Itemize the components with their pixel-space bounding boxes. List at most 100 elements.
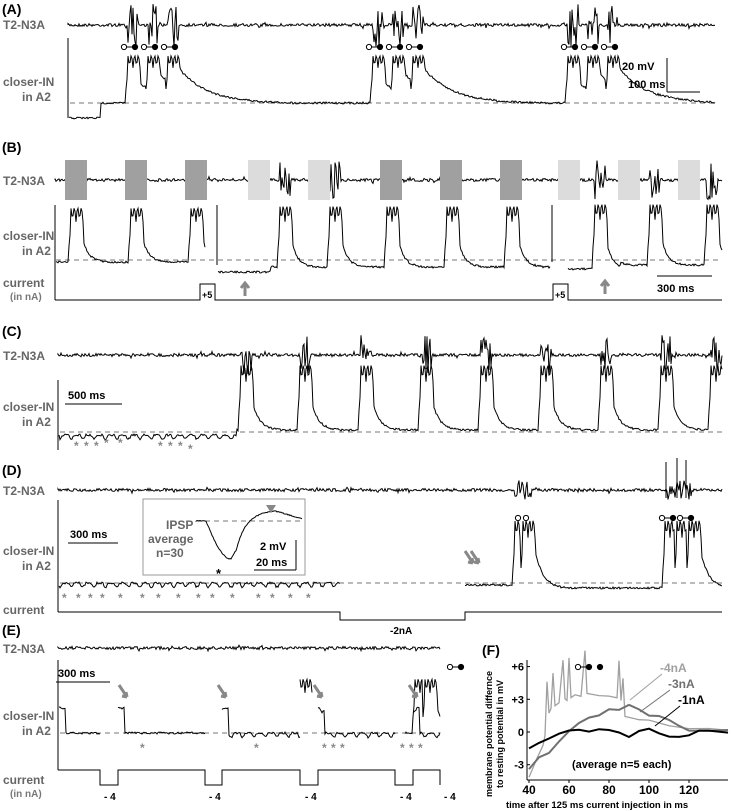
burst-highlight-light: [308, 160, 330, 200]
filled-circle-marker: [171, 43, 179, 51]
ipsp-asterisk: *: [62, 591, 67, 605]
ipsp-asterisk: *: [188, 442, 193, 456]
arrow-icon: [216, 684, 228, 699]
y-tick-label: 0: [518, 727, 524, 739]
extracellular-trace: [57, 644, 441, 653]
open-circle-marker: [658, 514, 666, 522]
ipsp-asterisk: *: [230, 591, 235, 605]
ipsp-asterisk: *: [140, 591, 145, 605]
membrane-potential-trace: [58, 706, 101, 735]
row-label-t2-n3a: T2-N3A: [3, 349, 45, 363]
row-label-current: current: [3, 603, 44, 617]
ipsp-asterisk: *: [100, 591, 105, 605]
burst-highlight-dark: [65, 160, 87, 200]
ipsp-asterisk: *: [256, 591, 261, 605]
series-label: -3nA: [668, 677, 695, 691]
membrane-potential-trace: [117, 706, 206, 735]
ipsp-asterisk: *: [74, 439, 79, 453]
ipsp-asterisk: *: [156, 591, 161, 605]
step-label: - 4: [444, 792, 456, 803]
ipsp-asterisk: *: [176, 591, 181, 605]
step-label: - 4: [305, 792, 317, 803]
ipsp-inset: IPSP average n=30 * 2 mV 20 ms: [142, 498, 306, 581]
inset-asterisk: *: [216, 566, 222, 581]
open-circle-marker: [405, 43, 413, 51]
extracellular-trace: [67, 4, 716, 47]
scale-ms: 500 ms: [68, 390, 105, 402]
extracellular-trace: [57, 335, 723, 375]
ipsp-asterisk: *: [158, 439, 163, 453]
series-label-leader: [639, 689, 671, 713]
open-circle-marker: [560, 43, 568, 51]
ipsp-asterisk: *: [118, 436, 123, 450]
filled-circle-marker: [669, 514, 677, 522]
filled-circle-marker: [585, 663, 593, 671]
x-tick-label: 100: [639, 783, 659, 797]
filled-circle-marker: [591, 43, 599, 51]
panel-d-label: (D): [2, 462, 21, 478]
row-label-closer-in: closer-IN: [3, 75, 54, 89]
row-label-closer-in: closer-IN: [3, 709, 54, 723]
ipsp-asterisk: *: [196, 591, 201, 605]
series-label-leader: [654, 705, 681, 727]
open-circle-marker: [574, 663, 582, 671]
ipsp-asterisk: *: [322, 741, 327, 755]
ipsp-asterisk: *: [409, 741, 414, 755]
panel-a: (A) T2-N3A closer-IN in A2 20 mV 100 ms: [2, 1, 700, 104]
chart-annotation: (average n=5 each): [572, 759, 672, 771]
ipsp-asterisk: *: [331, 741, 336, 755]
open-circle-marker: [385, 43, 393, 51]
membrane-potential-trace: [55, 206, 206, 264]
scale-ms: 300 ms: [70, 529, 107, 541]
inset-label-average: average: [148, 532, 194, 546]
filled-circle-marker: [596, 663, 604, 671]
row-label-closer-in: closer-IN: [3, 229, 54, 243]
current-trace: [58, 611, 722, 621]
ipsp-asterisk: *: [340, 741, 345, 755]
ipsp-asterisk: *: [94, 439, 99, 453]
scale-mv: 20 mV: [622, 61, 655, 73]
ipsp-asterisk: *: [306, 591, 311, 605]
ipsp-asterisk: *: [178, 439, 183, 453]
filled-circle-marker: [396, 43, 404, 51]
scale-ms: 300 ms: [58, 668, 95, 680]
row-label-t2-n3a: T2-N3A: [3, 174, 45, 188]
row-label-in-na: (in nA): [10, 789, 42, 800]
burst-highlight-light: [248, 160, 270, 200]
arrow-icon: [117, 684, 129, 699]
ipsp-asterisk: *: [400, 741, 405, 755]
open-circle-marker: [522, 514, 530, 522]
x-axis-label: time after 125 ms current injection in m…: [506, 800, 688, 811]
panel-c-label: (C): [2, 323, 21, 339]
panel-e-label: (E): [2, 622, 21, 638]
y-tick-label: +6: [511, 662, 524, 674]
ipsp-asterisk: *: [76, 591, 81, 605]
membrane-potential-trace: [317, 706, 396, 740]
row-label-closer-in: closer-IN: [3, 544, 54, 558]
membrane-potential-trace: [68, 54, 716, 120]
open-circle-marker: [446, 663, 454, 671]
burst-highlight-dark: [185, 160, 207, 200]
series-line--3nA: [528, 703, 729, 770]
panel-c: (C) T2-N3A closer-IN in A2 500 ms: [2, 323, 122, 429]
inset-scale-mv: 2 mV: [260, 541, 287, 553]
y-axis-label: membrane potential differnce: [484, 671, 494, 797]
x-tick-label: 40: [522, 783, 536, 797]
current-trace: [55, 283, 722, 301]
filled-circle-marker: [131, 43, 139, 51]
filled-circle-marker: [376, 43, 384, 51]
ipsp-asterisk: *: [140, 741, 145, 755]
up-arrow-icon: [239, 280, 251, 296]
open-circle-marker: [140, 43, 148, 51]
open-circle-marker: [580, 43, 588, 51]
row-label-in-a2: in A2: [22, 415, 51, 429]
x-tick-label: 120: [679, 783, 699, 797]
panel-f-label: (F): [482, 642, 500, 658]
arrow-icon: [312, 684, 324, 699]
open-circle-marker: [365, 43, 373, 51]
burst-highlight-light: [558, 160, 580, 200]
ipsp-average-trace: [195, 510, 303, 560]
ipsp-asterisk: *: [270, 591, 275, 605]
burst-highlight-dark: [380, 160, 402, 200]
